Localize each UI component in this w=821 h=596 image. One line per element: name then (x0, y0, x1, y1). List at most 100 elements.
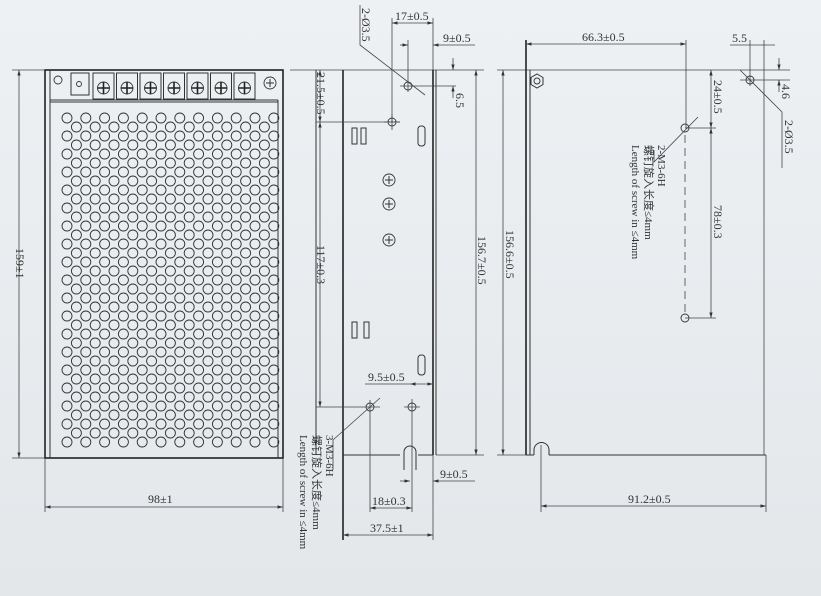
dim-6-5: 6.5 (453, 93, 467, 108)
vent-hole (155, 346, 167, 358)
vent-hole (89, 391, 101, 403)
hole-callout-side: 2-Ø3.5 (359, 8, 373, 42)
vent-hole (80, 418, 92, 430)
vent-hole (127, 319, 139, 331)
dim-9-top: 9±0.5 (443, 31, 471, 45)
vent-hole (80, 184, 92, 196)
dim-5-5: 5.5 (732, 31, 747, 45)
vent-hole (108, 211, 120, 223)
vent-hole (99, 364, 111, 376)
vent-hole (89, 283, 101, 295)
vent-hole (108, 427, 120, 439)
vent-hole (249, 130, 261, 142)
ground-nut-icon (530, 73, 544, 89)
vent-hole (61, 130, 73, 142)
vent-hole (268, 202, 280, 214)
vent-hole (230, 400, 242, 412)
vent-hole (70, 373, 82, 385)
vent-hole (61, 292, 73, 304)
vent-hole (155, 382, 167, 394)
vent-hole (117, 166, 129, 178)
vent-hole (136, 400, 148, 412)
vent-hole (211, 400, 223, 412)
vent-hole (99, 346, 111, 358)
vent-hole (89, 427, 101, 439)
vent-hole (183, 409, 195, 421)
vent-hole (80, 364, 92, 376)
vent-hole (258, 337, 270, 349)
vent-hole (174, 220, 186, 232)
vent-hole (221, 265, 233, 277)
vent-hole (249, 436, 261, 448)
vent-hole (268, 400, 280, 412)
vent-hole (258, 409, 270, 421)
vent-hole (164, 355, 176, 367)
vent-hole (183, 175, 195, 187)
vent-hole (230, 166, 242, 178)
vent-hole (258, 121, 270, 133)
vent-hole (89, 355, 101, 367)
vent-hole (258, 391, 270, 403)
vent-hole (89, 157, 101, 169)
vent-hole (155, 274, 167, 286)
vent-hole (108, 283, 120, 295)
vent-hole (61, 238, 73, 250)
vent-hole (193, 148, 205, 160)
vent-hole (202, 373, 214, 385)
vent-hole (80, 166, 92, 178)
vent-hole (183, 229, 195, 241)
vent-hole (211, 382, 223, 394)
dim-width-front: 98±1 (148, 492, 173, 506)
vent-hole (240, 319, 252, 331)
vent-hole (99, 202, 111, 214)
vent-hole (240, 265, 252, 277)
vent-hole (80, 220, 92, 232)
vent-hole (61, 256, 73, 268)
vent-hole (202, 193, 214, 205)
vent-hole (183, 193, 195, 205)
vent-hole (127, 211, 139, 223)
vent-hole (174, 346, 186, 358)
vent-hole (117, 436, 129, 448)
vent-hole (146, 193, 158, 205)
vent-hole (202, 211, 214, 223)
vent-hole (230, 436, 242, 448)
vent-hole (240, 121, 252, 133)
vent-hole (258, 373, 270, 385)
vent-hole (174, 274, 186, 286)
vent-hole (211, 148, 223, 160)
vent-hole (61, 112, 73, 124)
vent-hole (108, 301, 120, 313)
vent-hole (136, 346, 148, 358)
dim-78: 78±0.3 (711, 205, 725, 239)
front-outline (44, 69, 284, 459)
terminal-block (53, 72, 277, 100)
vent-hole (211, 130, 223, 142)
vent-hole (193, 310, 205, 322)
vent-hole (268, 418, 280, 430)
vent-hole (70, 175, 82, 187)
vent-hole (146, 337, 158, 349)
vent-hole (211, 364, 223, 376)
vent-hole (99, 328, 111, 340)
vent-hole (249, 328, 261, 340)
vent-hole (258, 247, 270, 259)
vent-hole (230, 328, 242, 340)
vent-hole (108, 355, 120, 367)
vent-hole (230, 112, 242, 124)
vent-hole (70, 283, 82, 295)
vent-hole (89, 193, 101, 205)
vent-hole (249, 202, 261, 214)
vent-hole (202, 319, 214, 331)
vent-hole (221, 139, 233, 151)
vent-hole (258, 319, 270, 331)
vent-hole (221, 409, 233, 421)
vent-hole (108, 139, 120, 151)
vent-hole (221, 373, 233, 385)
vent-hole (117, 202, 129, 214)
dim-9-bottom: 9±0.5 (440, 467, 468, 481)
vent-hole (230, 220, 242, 232)
vent-hole (164, 247, 176, 259)
vent-hole (249, 148, 261, 160)
vent-hole (61, 382, 73, 394)
